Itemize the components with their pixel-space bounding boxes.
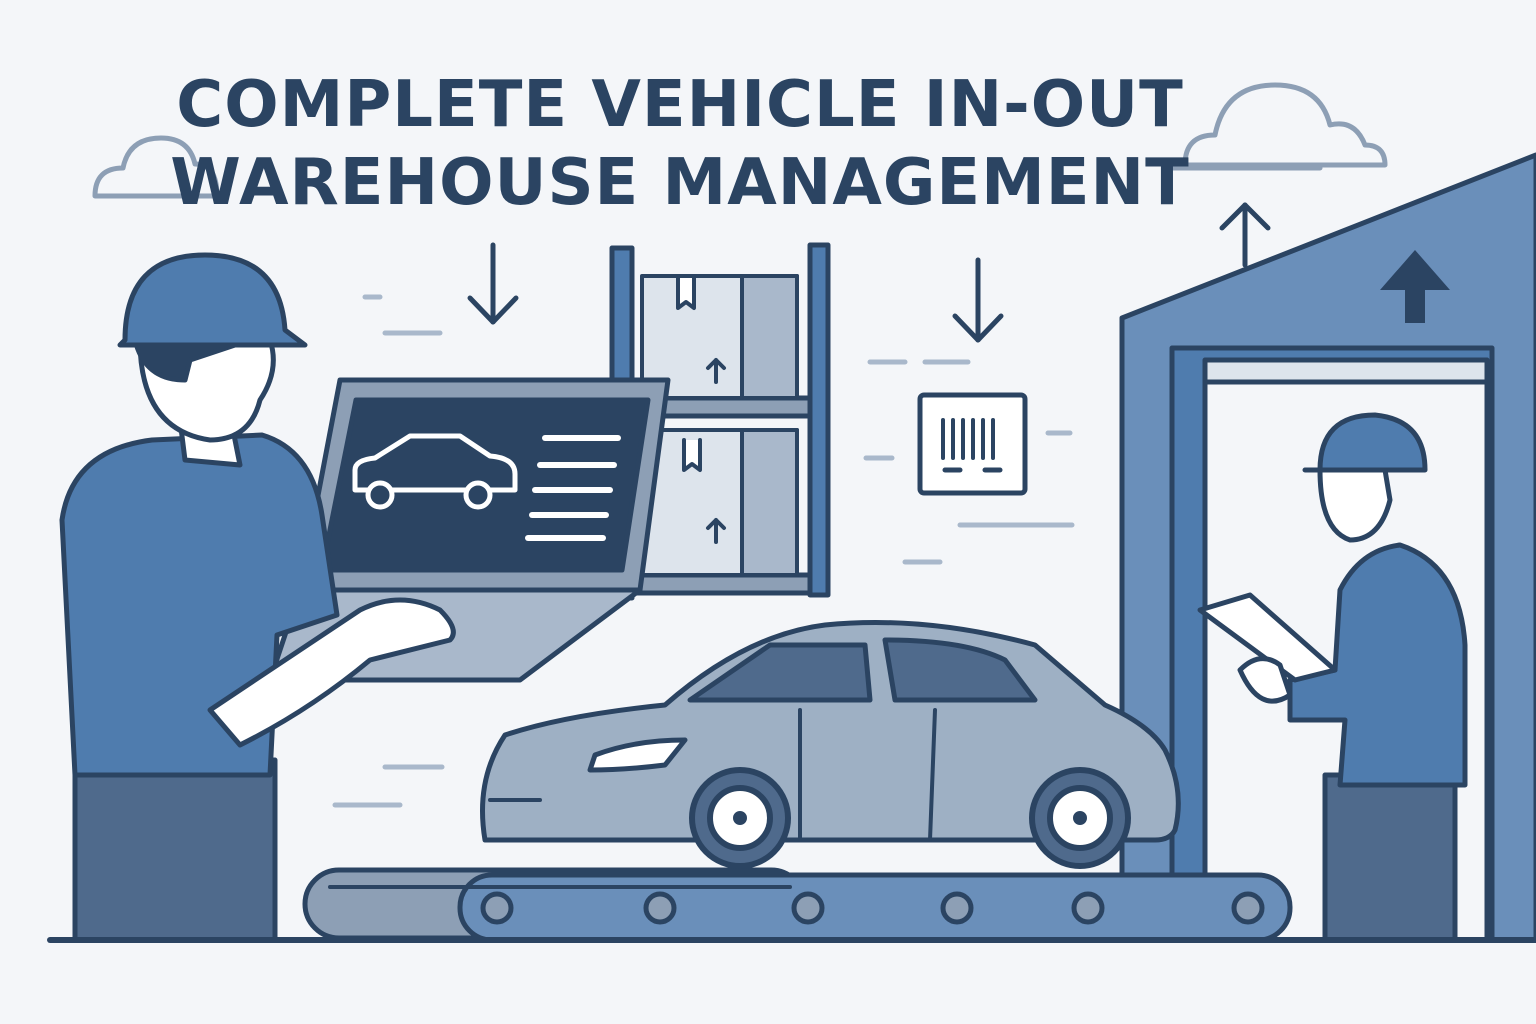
down-arrow-icon <box>467 242 519 325</box>
title-line-2: WAREHOUSE MANAGEMENT <box>170 146 1190 220</box>
down-arrow-icon <box>952 257 1004 343</box>
wheel <box>689 767 791 869</box>
title-line-1: COMPLETE VEHICLE IN-OUT <box>176 68 1184 142</box>
wheel <box>1029 767 1131 869</box>
cloud-icon <box>92 135 220 199</box>
box-icon <box>640 428 799 577</box>
conveyor-belt <box>302 867 1293 943</box>
cloud-icon <box>1162 82 1388 171</box>
up-arrow-icon <box>1380 250 1450 323</box>
box-icon <box>640 274 799 400</box>
up-arrow-icon <box>1219 202 1271 268</box>
worker-with-clipboard <box>1197 412 1468 943</box>
car-icon <box>352 433 518 510</box>
barcode-icon <box>917 392 1028 496</box>
worker-with-laptop <box>59 252 456 943</box>
car <box>480 620 1181 843</box>
screen-text-lines <box>525 435 621 541</box>
